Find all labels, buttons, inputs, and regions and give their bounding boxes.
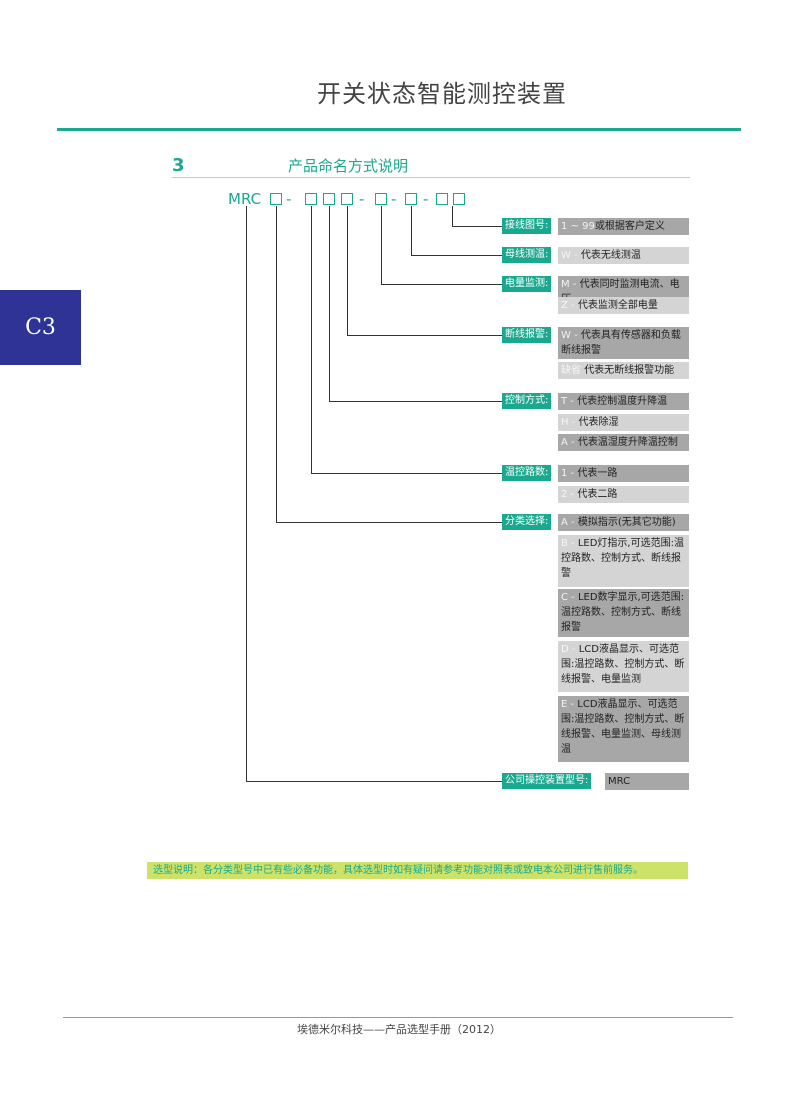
connector bbox=[329, 206, 330, 402]
option-text: 代表温湿度升降温控制 bbox=[577, 437, 678, 448]
code-dash: - bbox=[286, 190, 292, 208]
code-box bbox=[323, 193, 335, 205]
option-break-alarm-default: 缺省 代表无断线报警功能 bbox=[558, 362, 689, 379]
page-title: 开关状态智能测控装置 bbox=[317, 80, 567, 108]
chapter-tab-label: C3 bbox=[25, 315, 56, 340]
code-box bbox=[453, 193, 465, 205]
option-text: 代表监测全部电量 bbox=[577, 300, 658, 311]
option-code: 缺省 bbox=[561, 365, 581, 376]
footer-rule bbox=[63, 1017, 733, 1018]
connector bbox=[311, 206, 312, 474]
option-code: W - bbox=[561, 330, 578, 341]
option-category-b: B - LED灯指示,可选范围:温控路数、控制方式、断线报警 bbox=[558, 535, 689, 587]
connector bbox=[452, 206, 453, 227]
connector bbox=[311, 473, 502, 474]
field-label-break-alarm: 断线报警: bbox=[502, 327, 552, 343]
option-code: 1 ~ 99 bbox=[561, 221, 595, 232]
option-break-alarm-w: W - 代表具有传感器和负载断线报警 bbox=[558, 327, 689, 359]
option-code: 2 - bbox=[561, 489, 575, 500]
title-rule bbox=[57, 128, 741, 131]
code-box bbox=[375, 193, 387, 205]
connector bbox=[381, 206, 382, 285]
option-temp-channels-1: 1 - 代表一路 bbox=[558, 465, 689, 482]
option-text: LED数字显示,可选范围:温控路数、控制方式、断线报警 bbox=[561, 592, 685, 633]
option-code: A - bbox=[561, 517, 575, 528]
field-label-model: 公司操控装置型号: bbox=[502, 773, 592, 789]
code-box bbox=[305, 193, 317, 205]
field-label-power-monitor: 电量监测: bbox=[502, 276, 552, 292]
section-title: 产品命名方式说明 bbox=[288, 157, 409, 175]
field-label-control-mode: 控制方式: bbox=[502, 393, 552, 409]
option-code: T - bbox=[561, 396, 574, 407]
option-text: MRC bbox=[608, 776, 631, 787]
option-code: W - bbox=[561, 250, 578, 261]
connector bbox=[381, 284, 502, 285]
option-code: B - bbox=[561, 538, 575, 549]
option-code: A - bbox=[561, 437, 575, 448]
field-label-temp-channels: 温控路数: bbox=[502, 465, 552, 481]
option-code: H - bbox=[561, 417, 576, 428]
field-label-busbar-temp: 母线测温: bbox=[502, 247, 552, 263]
option-category-e: E - LCD液晶显示、可选范围:温控路数、控制方式、断线报警、电量监测、母线测… bbox=[558, 696, 689, 762]
option-code: M - bbox=[561, 279, 577, 290]
option-power-monitor-z: Z - 代表监测全部电量 bbox=[558, 297, 689, 314]
option-text: 或根据客户定义 bbox=[594, 221, 665, 232]
connector bbox=[411, 255, 502, 256]
footer-text: 埃德米尔科技——产品选型手册（2012） bbox=[297, 1023, 501, 1036]
connector bbox=[246, 781, 502, 782]
connector bbox=[452, 226, 502, 227]
option-text: LCD液晶显示、可选范围:温控路数、控制方式、断线报警、电量监测、母线测温 bbox=[561, 699, 685, 755]
option-text: 代表二路 bbox=[577, 489, 618, 500]
chapter-tab: C3 bbox=[0, 290, 81, 365]
option-code: C - bbox=[561, 592, 575, 603]
model-prefix: MRC bbox=[228, 190, 262, 208]
option-text: 模拟指示(无其它功能) bbox=[577, 517, 676, 528]
option-busbar-temp: W - 代表无线测温 bbox=[558, 247, 689, 264]
option-control-mode-a: A - 代表温湿度升降温控制 bbox=[558, 434, 689, 451]
option-wiring: 1 ~ 99或根据客户定义 bbox=[558, 218, 689, 235]
option-text: 代表除湿 bbox=[578, 417, 619, 428]
option-control-mode-t: T - 代表控制温度升降温 bbox=[558, 393, 689, 410]
connector bbox=[276, 206, 277, 523]
connector bbox=[276, 522, 502, 523]
option-model: MRC bbox=[605, 773, 689, 790]
option-code: D - bbox=[561, 644, 576, 655]
code-dash: - bbox=[359, 190, 365, 208]
option-text: 代表一路 bbox=[577, 468, 618, 479]
field-label-wiring: 接线图号: bbox=[502, 218, 552, 234]
code-dash: - bbox=[391, 190, 397, 208]
section-number: 3 bbox=[172, 155, 185, 176]
option-text: LED灯指示,可选范围:温控路数、控制方式、断线报警 bbox=[561, 538, 684, 579]
code-box bbox=[270, 193, 282, 205]
connector bbox=[411, 206, 412, 256]
code-box bbox=[341, 193, 353, 205]
option-text: 代表具有传感器和负载断线报警 bbox=[561, 330, 681, 356]
option-text: 代表控制温度升降温 bbox=[577, 396, 668, 407]
option-control-mode-h: H - 代表除湿 bbox=[558, 414, 689, 431]
option-text: 代表无线测温 bbox=[580, 250, 641, 261]
connector bbox=[329, 401, 502, 402]
code-box bbox=[405, 193, 417, 205]
connector bbox=[347, 335, 502, 336]
code-dash: - bbox=[423, 190, 429, 208]
option-text: LCD液晶显示、可选范围:温控路数、控制方式、断线报警、电量监测 bbox=[561, 644, 685, 685]
option-category-d: D - LCD液晶显示、可选范围:温控路数、控制方式、断线报警、电量监测 bbox=[558, 641, 689, 692]
option-code: 1 - bbox=[561, 468, 575, 479]
code-box bbox=[436, 193, 448, 205]
connector bbox=[347, 206, 348, 336]
option-temp-channels-2: 2 - 代表二路 bbox=[558, 486, 689, 503]
option-code: E - bbox=[561, 699, 575, 710]
option-text: 代表无断线报警功能 bbox=[584, 365, 675, 376]
field-label-category: 分类选择: bbox=[502, 514, 552, 530]
selection-note: 选型说明：各分类型号中已有些必备功能，具体选型时如有疑问请参考功能对照表或致电本… bbox=[147, 862, 688, 879]
option-code: Z - bbox=[561, 300, 575, 311]
option-category-c: C - LED数字显示,可选范围:温控路数、控制方式、断线报警 bbox=[558, 589, 689, 637]
section-rule bbox=[172, 177, 690, 178]
option-category-a: A - 模拟指示(无其它功能) bbox=[558, 514, 689, 531]
connector bbox=[246, 206, 247, 782]
